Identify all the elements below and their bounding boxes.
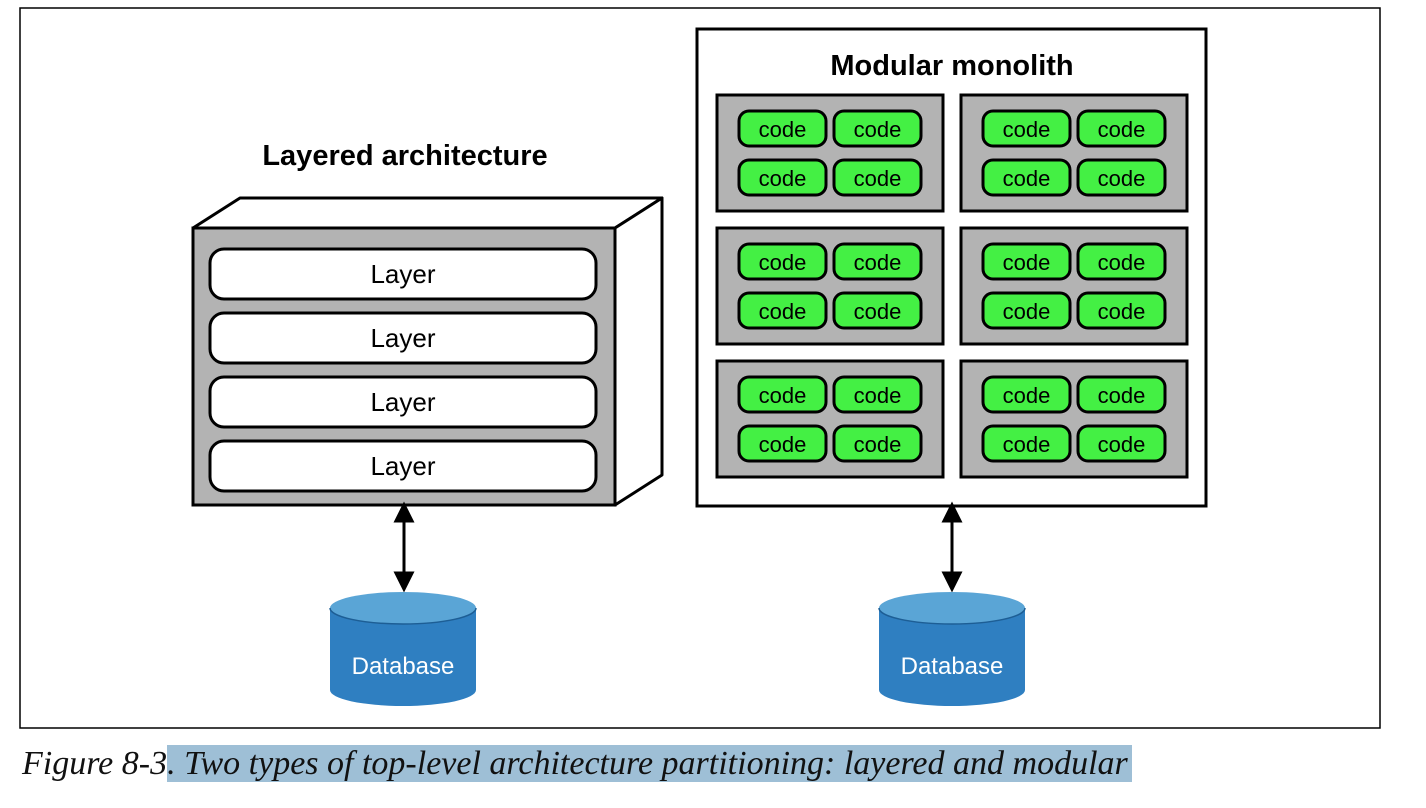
code-label: code [759, 299, 807, 324]
module-box: code code code code [959, 93, 1189, 213]
code-block: code [1076, 375, 1167, 414]
layer-label: Layer [370, 323, 435, 353]
code-label: code [1098, 299, 1146, 324]
code-label: code [854, 250, 902, 275]
code-label: code [854, 299, 902, 324]
code-block: code [737, 109, 828, 148]
code-block: code [981, 242, 1072, 281]
code-label: code [1003, 166, 1051, 191]
code-label: code [1003, 299, 1051, 324]
code-label: code [1098, 432, 1146, 457]
code-label: code [1003, 117, 1051, 142]
layer-item: Layer [208, 311, 598, 365]
code-block: code [737, 158, 828, 197]
code-label: code [1098, 250, 1146, 275]
module-box: code code code code [715, 93, 945, 213]
code-block: code [832, 158, 923, 197]
code-block: code [832, 109, 923, 148]
code-label: code [759, 250, 807, 275]
layer-label: Layer [370, 451, 435, 481]
layered-database-label: Database [352, 653, 455, 680]
modular-monolith-title: Modular monolith [830, 50, 1073, 82]
code-label: code [759, 166, 807, 191]
code-block: code [1076, 424, 1167, 463]
code-block: code [981, 375, 1072, 414]
code-block: code [981, 158, 1072, 197]
layer-label: Layer [370, 259, 435, 289]
layer-label: Layer [370, 387, 435, 417]
layer-item: Layer [208, 247, 598, 301]
layered-architecture-title: Layered architecture [262, 140, 547, 172]
code-label: code [1003, 250, 1051, 275]
layered-database-icon: Database [329, 592, 477, 706]
code-block: code [737, 291, 828, 330]
code-block: code [1076, 291, 1167, 330]
code-label: code [854, 117, 902, 142]
code-block: code [737, 424, 828, 463]
code-label: code [759, 383, 807, 408]
code-block: code [981, 291, 1072, 330]
code-label: code [854, 432, 902, 457]
architecture-diagram: Layered architecture Layer Layer Layer L… [19, 7, 1381, 729]
figure-number: Figure 8-3 [22, 745, 168, 782]
code-block: code [832, 375, 923, 414]
modular-database-icon: Database [878, 592, 1026, 706]
code-block: code [981, 109, 1072, 148]
code-block: code [981, 424, 1072, 463]
code-label: code [759, 432, 807, 457]
modular-database-label: Database [901, 653, 1004, 680]
caption-text: . Two types of top-level architecture pa… [167, 745, 1132, 782]
code-label: code [1003, 432, 1051, 457]
layer-item: Layer [208, 439, 598, 493]
code-label: code [1003, 383, 1051, 408]
code-block: code [1076, 158, 1167, 197]
layer-item: Layer [208, 375, 598, 429]
code-label: code [1098, 117, 1146, 142]
module-box: code code code code [715, 359, 945, 479]
code-label: code [1098, 383, 1146, 408]
code-block: code [1076, 242, 1167, 281]
code-block: code [737, 375, 828, 414]
code-label: code [1098, 166, 1146, 191]
code-block: code [832, 291, 923, 330]
code-block: code [832, 424, 923, 463]
module-box: code code code code [959, 226, 1189, 346]
code-block: code [737, 242, 828, 281]
code-block: code [832, 242, 923, 281]
code-label: code [759, 117, 807, 142]
module-box: code code code code [959, 359, 1189, 479]
code-label: code [854, 383, 902, 408]
code-block: code [1076, 109, 1167, 148]
layer-list: Layer Layer Layer Layer [208, 247, 598, 493]
module-box: code code code code [715, 226, 945, 346]
figure-caption: Figure 8-3. Two types of top-level archi… [22, 738, 1132, 790]
code-label: code [854, 166, 902, 191]
